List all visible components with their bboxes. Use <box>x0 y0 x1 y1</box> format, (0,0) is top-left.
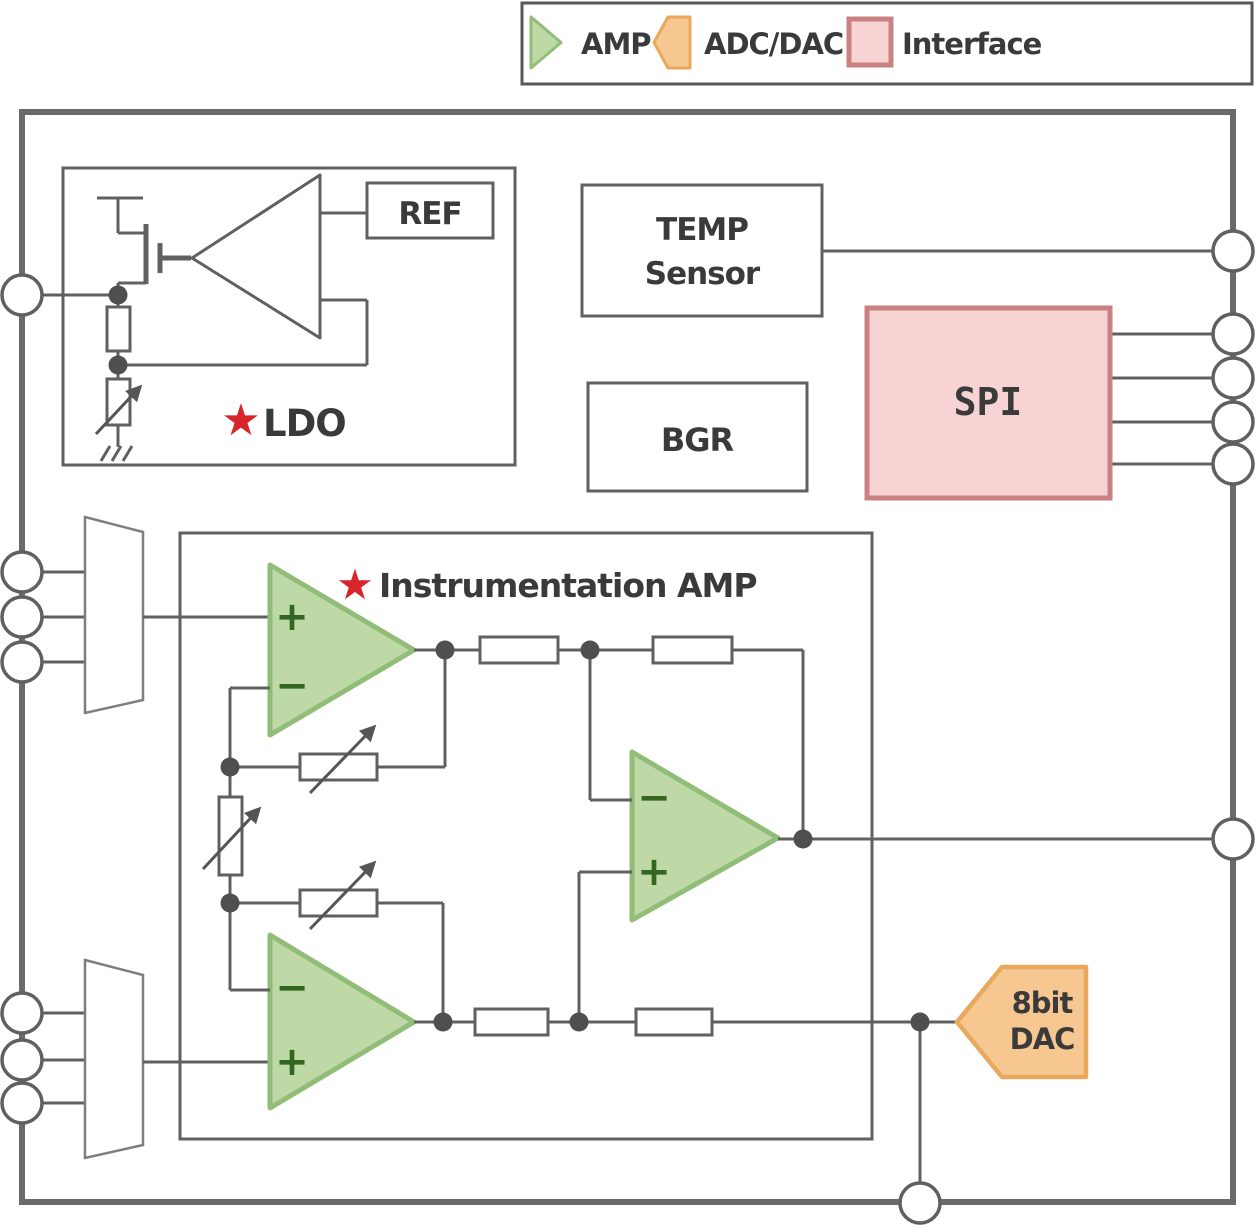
variable-resistor-arrow <box>308 724 377 795</box>
dac-pentagon <box>954 964 1089 1080</box>
ground-hatch <box>110 445 123 462</box>
legend-adcdac-label: ADC/DAC <box>704 27 843 61</box>
port-left-ldo <box>0 273 44 317</box>
adc-dac-pentagon-icon <box>652 15 692 70</box>
ldo-block: REF ★ LDO <box>26 166 517 467</box>
variable-resistor-arrow <box>308 860 377 931</box>
variable-resistor-arrow <box>201 806 262 871</box>
port-left-in4 <box>0 991 44 1035</box>
bgr-box <box>586 381 809 493</box>
amp2-triangle <box>267 932 417 1111</box>
junction-dot <box>435 640 455 660</box>
legend-amp-label: AMP <box>581 27 651 61</box>
input-mux-upper <box>83 515 145 715</box>
resistor <box>473 1007 550 1037</box>
ref-block <box>365 181 495 240</box>
legend-interface-label: Interface <box>902 27 1042 61</box>
spi-block: SPI <box>864 305 1233 501</box>
junction-dot <box>433 1012 453 1032</box>
amp2-plus-sign: + <box>275 1039 309 1085</box>
resistor <box>105 305 132 353</box>
amp2-minus-sign: − <box>275 965 309 1011</box>
port-right-spi3 <box>1211 400 1255 444</box>
spi-box <box>864 305 1113 501</box>
junction-dot <box>580 640 600 660</box>
bgr-block: BGR <box>586 381 809 493</box>
port-right-out <box>1211 817 1255 861</box>
bgr-label: BGR <box>661 421 734 459</box>
ldo-opamp <box>190 173 322 340</box>
star-icon: ★ <box>221 395 260 446</box>
amp-triangle-icon <box>529 15 563 70</box>
port-left-in3 <box>0 640 44 684</box>
variable-resistor <box>298 752 379 782</box>
temp-sensor-label-line1: TEMP <box>656 212 748 248</box>
temp-sensor-label-line2: Sensor <box>645 256 761 292</box>
junction-dot <box>569 1012 589 1032</box>
temp-sensor-box <box>580 183 824 318</box>
instrumentation-amp-label: Instrumentation AMP <box>379 566 757 605</box>
port-right-temp <box>1211 229 1255 273</box>
spi-label: SPI <box>954 380 1023 424</box>
ground-icon <box>99 445 134 462</box>
resistor <box>651 635 734 665</box>
port-right-spi4 <box>1211 442 1255 486</box>
amp3-minus-sign: − <box>637 775 671 821</box>
star-icon: ★ <box>336 560 374 609</box>
instrumentation-amp-block: + − − + − + <box>26 515 1233 1203</box>
input-mux-lower <box>83 958 145 1160</box>
junction-dot <box>220 893 240 913</box>
interface-square-icon <box>846 16 894 68</box>
junction-dot <box>910 1012 930 1032</box>
resistor <box>478 635 560 665</box>
junction-dot <box>108 355 128 375</box>
port-left-in1 <box>0 550 44 594</box>
junction-dot <box>220 757 240 777</box>
ground-hatch <box>99 445 112 462</box>
amp3-plus-sign: + <box>637 849 671 895</box>
ldo-label: LDO <box>263 402 346 445</box>
port-bottom-dac <box>898 1181 942 1225</box>
legend: AMP ADC/DAC Interface <box>520 1 1254 86</box>
amp1-plus-sign: + <box>275 594 309 640</box>
temp-sensor-block: TEMP Sensor <box>580 183 1233 318</box>
port-right-spi2 <box>1211 356 1255 400</box>
junction-dot <box>108 285 128 305</box>
junction-dot <box>793 829 813 849</box>
port-left-in5 <box>0 1038 44 1082</box>
resistor <box>634 1007 714 1037</box>
variable-resistor <box>298 888 379 918</box>
dac-label-line1: 8bit <box>1012 986 1074 1020</box>
amp3-triangle <box>629 749 781 923</box>
dac-label-line2: DAC <box>1010 1022 1075 1056</box>
port-left-in2 <box>0 595 44 639</box>
chip-ports <box>0 229 1255 1225</box>
variable-resistor-arrow <box>94 384 143 436</box>
amp1-minus-sign: − <box>275 663 309 709</box>
ground-hatch <box>121 445 134 462</box>
port-left-in6 <box>0 1081 44 1125</box>
variable-resistor <box>217 795 244 877</box>
amp1-triangle <box>267 562 417 738</box>
dac-block: 8bit DAC <box>954 964 1089 1080</box>
port-right-spi1 <box>1211 312 1255 356</box>
ref-label: REF <box>398 196 461 232</box>
